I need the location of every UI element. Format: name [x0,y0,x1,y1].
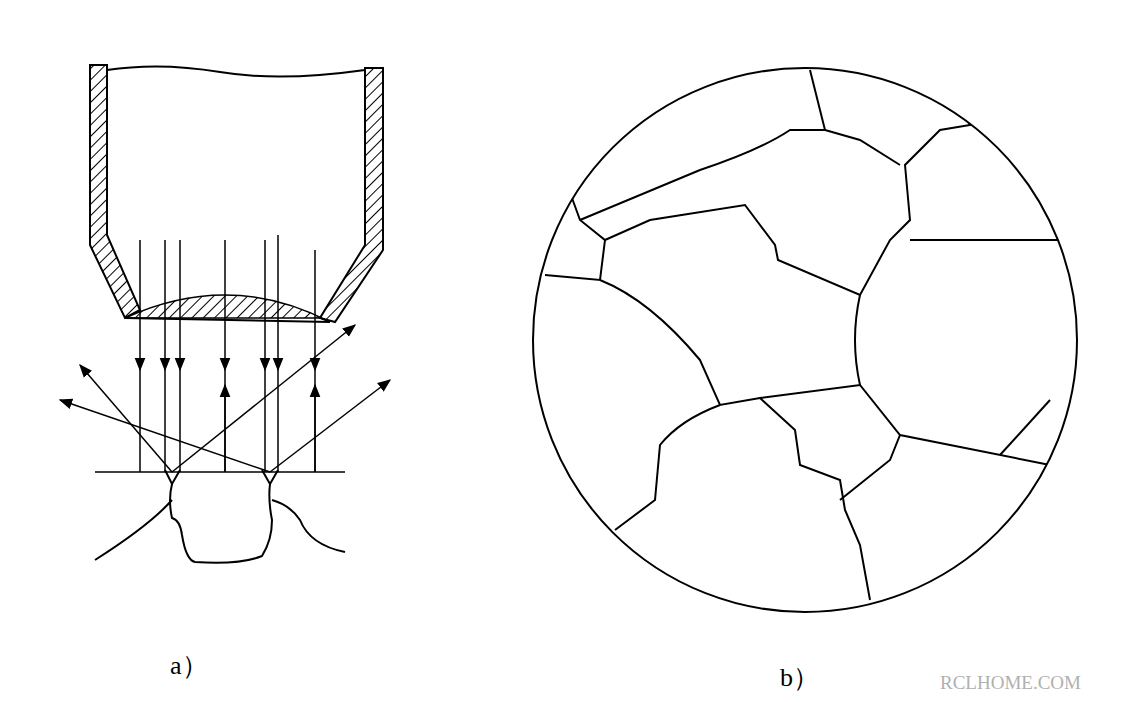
objective-lens [90,65,383,322]
specimen-surface [95,470,345,563]
panel-label: b） [780,660,819,695]
panel-label: a） [170,648,208,683]
light-rays [60,235,390,472]
grain-structure [545,70,1060,600]
field-of-view [533,68,1077,612]
watermark: RCLHOME.COM [940,672,1081,694]
